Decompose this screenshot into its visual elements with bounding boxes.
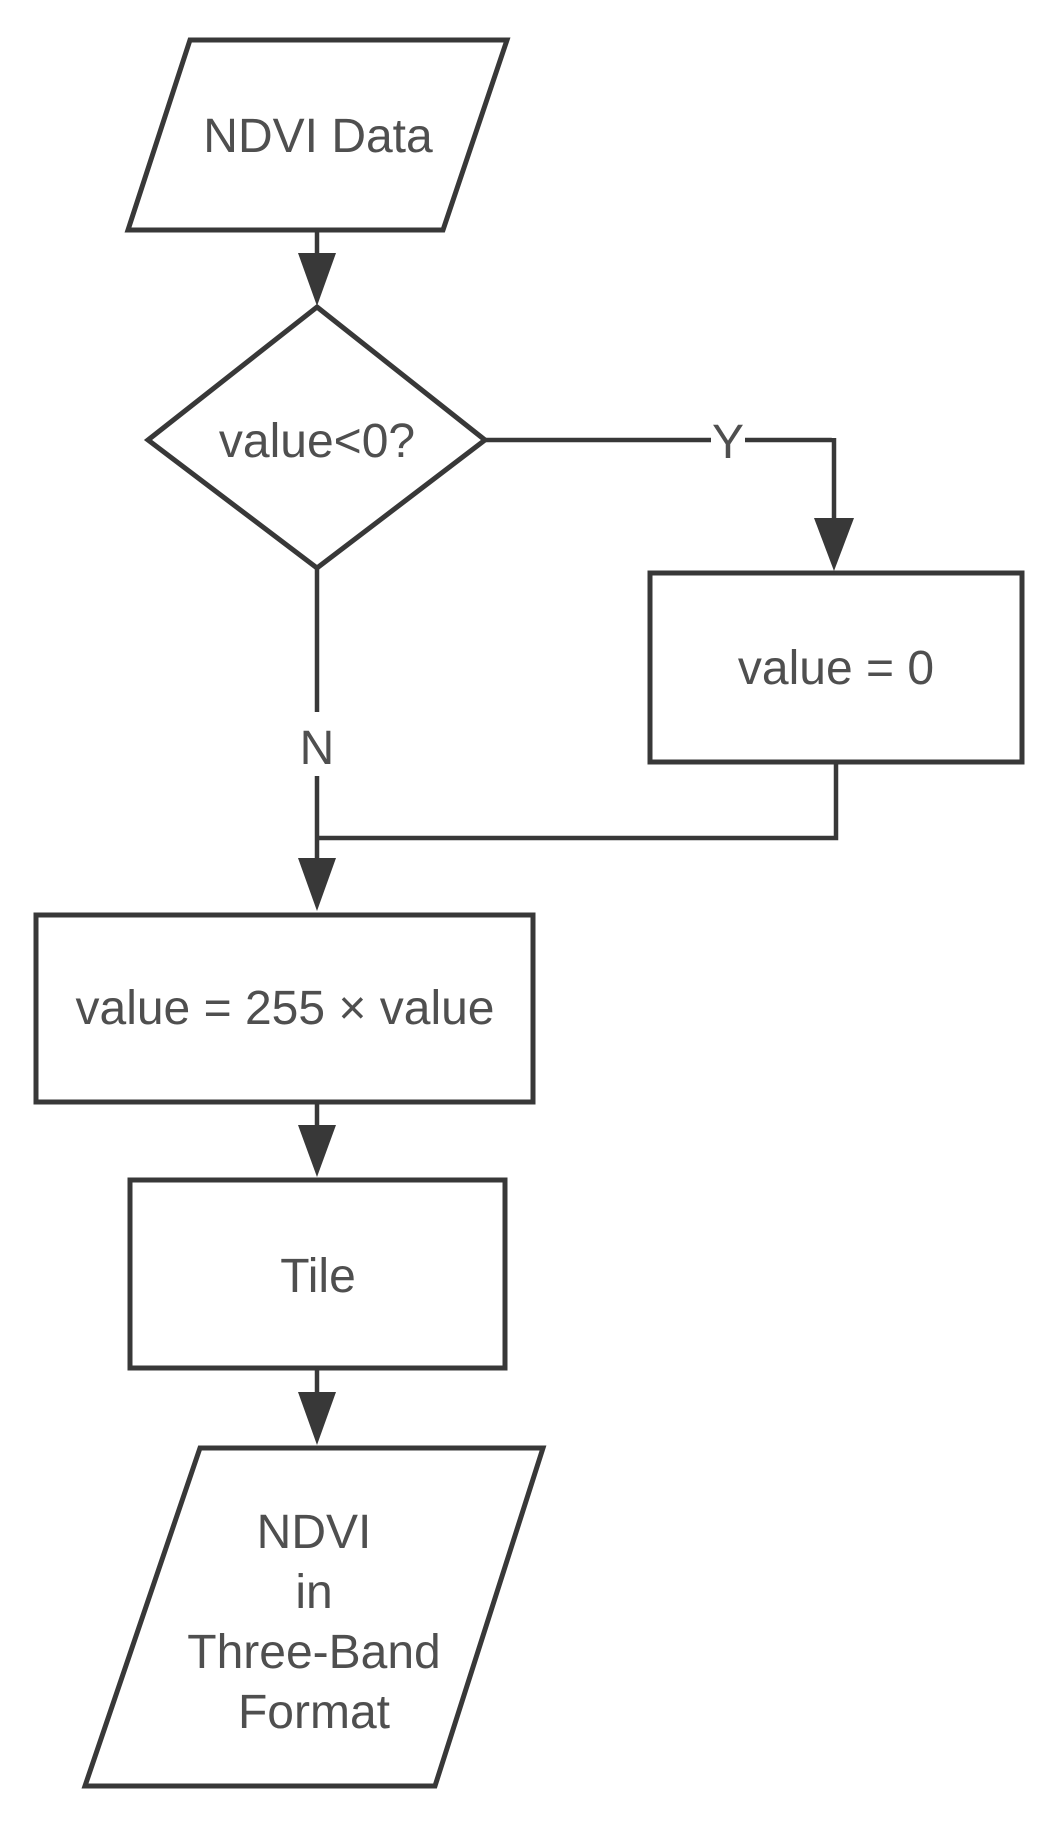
node-decision-diamond [143, 303, 490, 572]
node-output-label-line3: Three-Band [187, 1626, 440, 1679]
node-decision-label: value<0? [219, 415, 415, 468]
node-tile-label: Tile [280, 1250, 356, 1303]
connector-set-zero-return [317, 762, 839, 841]
node-output-label-line1: NDVI [257, 1506, 372, 1559]
node-tile-rect [127, 1177, 508, 1371]
arrowhead-into-scale-icon [298, 858, 336, 911]
node-scale-label: value = 255 × value [76, 982, 495, 1035]
connector-decision-yes-corner-segment [745, 437, 837, 518]
branch-label-no: N [300, 722, 335, 775]
node-output-label-line2: in [295, 1566, 332, 1619]
node-set-zero-label: value = 0 [738, 642, 934, 695]
arrowhead-into-set-zero-icon [814, 518, 854, 571]
node-group: NDVI Data value<0? value = 0 value = 255… [33, 37, 1025, 1789]
arrowhead-into-decision-icon [298, 253, 336, 306]
node-set-zero-rect [647, 570, 1025, 765]
node-output-label-line4: Format [238, 1686, 390, 1739]
arrowhead-into-tile-icon [298, 1125, 336, 1177]
node-output-parallelogram [81, 1445, 547, 1789]
arrowhead-into-output-icon [298, 1392, 336, 1445]
node-input-label: NDVI Data [203, 110, 433, 163]
branch-label-yes: Y [712, 416, 744, 469]
node-input-parallelogram [124, 37, 511, 233]
connector-group [298, 231, 854, 1445]
node-scale-rect [33, 912, 536, 1105]
